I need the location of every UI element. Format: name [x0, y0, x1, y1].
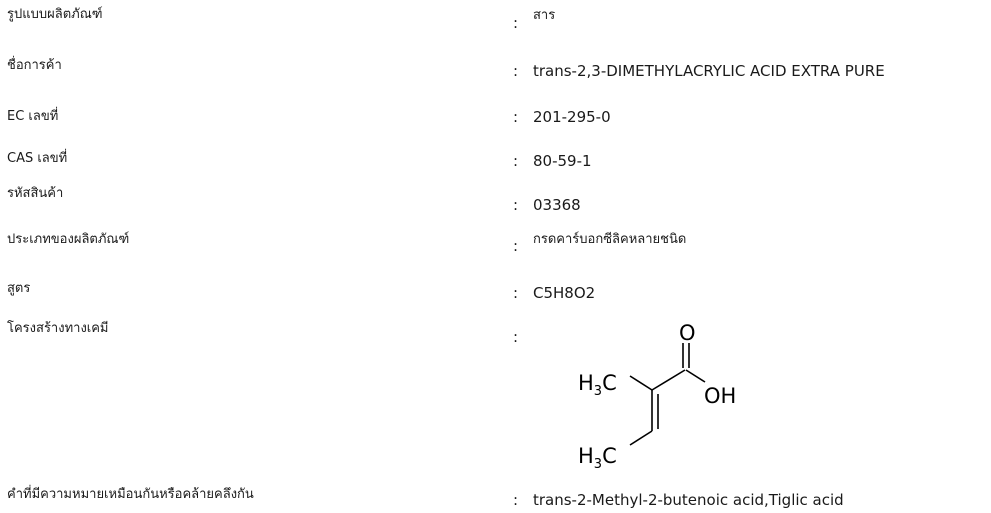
- colon-separator: :: [513, 237, 519, 255]
- value-ec-number: 201-295-0: [533, 108, 611, 126]
- label-product-form: รูปแบบผลิตภัณฑ์: [7, 7, 103, 22]
- colon-separator: :: [513, 491, 519, 509]
- atom-hydroxyl-label: OH: [704, 384, 736, 408]
- label-product-code: รหัสสินค้า: [7, 186, 64, 201]
- colon-separator: :: [513, 108, 519, 126]
- value-product-form: สาร: [533, 8, 556, 23]
- label-formula: สูตร: [7, 281, 31, 296]
- atom-methyl-top-label: H3C: [578, 371, 617, 399]
- label-cas-number: CAS เลขที่: [7, 151, 68, 166]
- value-product-type: กรดคาร์บอกซีลิคหลายชนิด: [533, 232, 687, 247]
- bond-lower-methyl: [629, 430, 653, 446]
- label-product-type: ประเภทของผลิตภัณฑ์: [7, 232, 130, 247]
- colon-separator: :: [513, 14, 519, 32]
- atom-methyl-bottom-label: H3C: [578, 444, 617, 468]
- bond-c-oh: [685, 369, 706, 383]
- value-synonyms: trans-2-Methyl-2-butenoic acid,Tiglic ac…: [533, 491, 844, 509]
- colon-separator: :: [513, 152, 519, 170]
- bond-upper-methyl: [629, 375, 653, 391]
- colon-separator: :: [513, 62, 519, 80]
- bond-c-carboxyl: [651, 369, 686, 391]
- atom-oxygen-label: O: [679, 321, 696, 345]
- chemical-structure-image: O OH H3C H3C: [540, 318, 780, 472]
- label-ec-number: EC เลขที่: [7, 109, 59, 124]
- value-formula: C5H8O2: [533, 284, 596, 302]
- label-synonyms: คำที่มีความหมายเหมือนกันหรือคล้ายคลึงกัน: [7, 487, 254, 502]
- value-cas-number: 80-59-1: [533, 152, 592, 170]
- colon-separator: :: [513, 328, 519, 346]
- tiglic-acid-structure-diagram: O OH H3C H3C: [578, 321, 736, 472]
- colon-separator: :: [513, 284, 519, 302]
- colon-separator: :: [513, 196, 519, 214]
- value-trade-name: trans-2,3-DIMETHYLACRYLIC ACID EXTRA PUR…: [533, 62, 885, 80]
- label-trade-name: ชื่อการค้า: [7, 58, 62, 73]
- label-chemical-structure: โครงสร้างทางเคมี: [7, 321, 109, 336]
- value-product-code: 03368: [533, 196, 581, 214]
